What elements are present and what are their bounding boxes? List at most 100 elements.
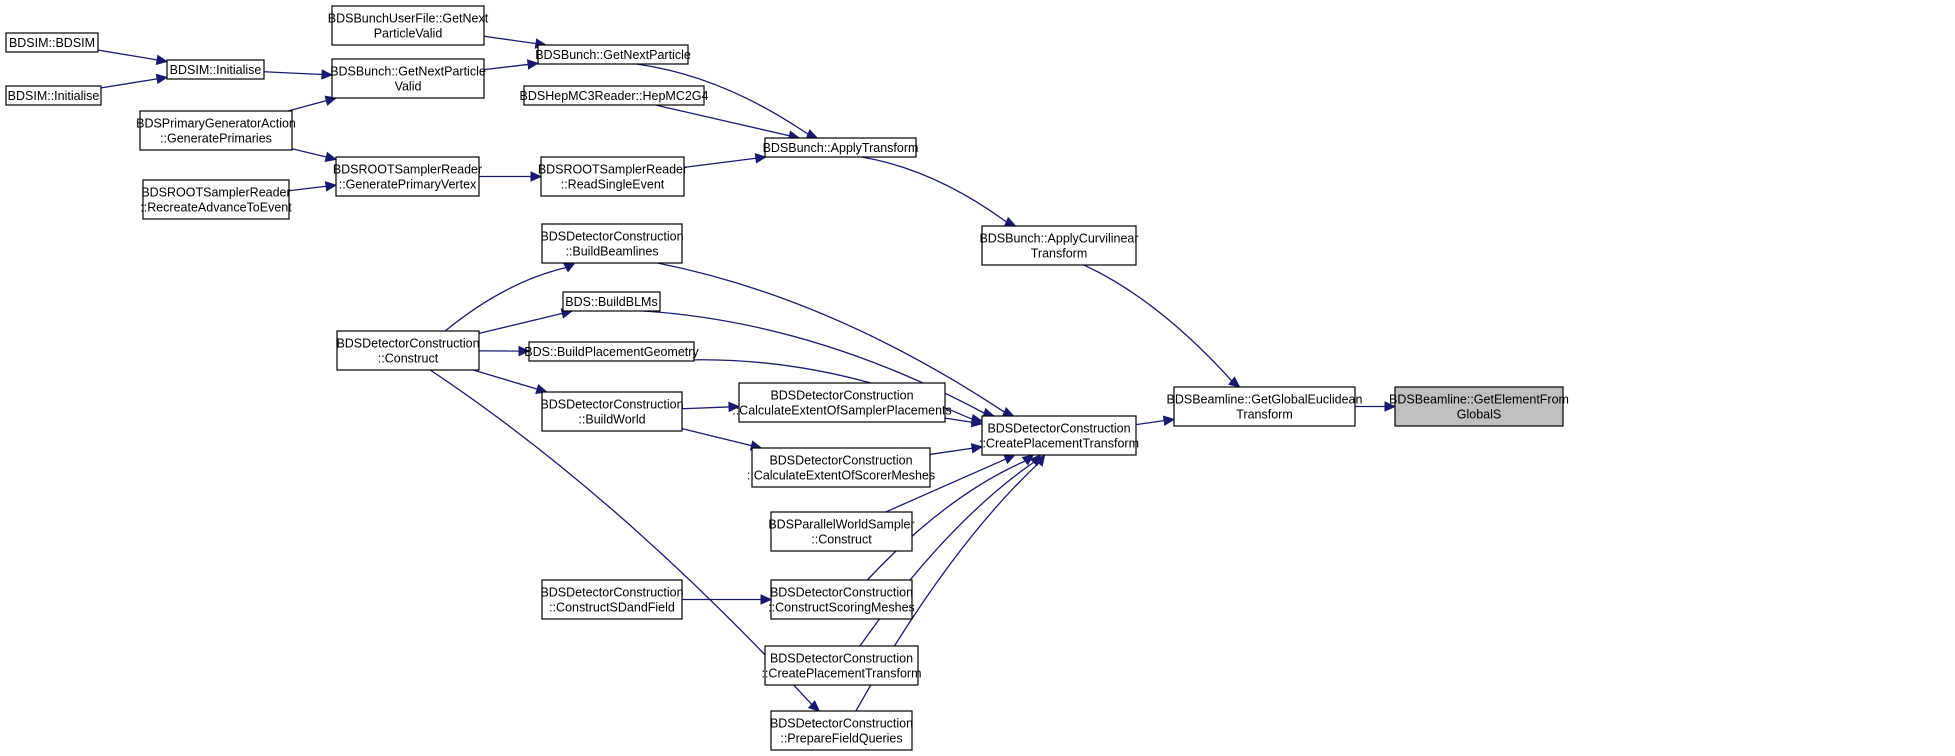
node-label: BDSROOTSamplerReader <box>141 186 290 200</box>
node-label: BDSROOTSamplerReader <box>333 163 482 177</box>
node-box <box>770 511 913 552</box>
node-primary-gen[interactable]: BDSPrimaryGeneratorAction::GeneratePrima… <box>136 110 296 151</box>
node-box <box>540 156 685 197</box>
node-prepare-field[interactable]: BDSDetectorConstruction::PrepareFieldQue… <box>770 710 913 751</box>
edge-primary-gen-to-bunch-getnext-valid <box>287 95 338 112</box>
node-box <box>541 391 683 432</box>
node-label: BDSIM::Initialise <box>170 63 262 77</box>
node-box <box>738 382 946 423</box>
node-hepmc3[interactable]: BDSHepMC3Reader::HepMC2G4 <box>520 85 709 106</box>
node-bunch-getnext[interactable]: BDSBunch::GetNextParticle <box>535 44 691 65</box>
node-build-beamlines[interactable]: BDSDetectorConstruction::BuildBeamlines <box>540 223 684 264</box>
edge-root-sampler-readsingle-to-apply-transform <box>683 153 768 169</box>
node-label: Transform <box>1236 408 1293 422</box>
edge-construct-to-build-blms <box>478 308 574 335</box>
node-label: ::ConstructScoringMeshes <box>768 601 915 615</box>
node-box <box>142 179 290 220</box>
edge-global-euclid-to-get-element-from-s <box>1355 401 1397 412</box>
node-label: ::CreatePlacementTransform <box>979 437 1139 451</box>
node-bdsim-init-a[interactable]: BDSIM::Initialise <box>166 59 265 80</box>
edge-apply-transform-to-apply-curvilinear <box>861 156 1017 227</box>
node-construct-scoring[interactable]: BDSDetectorConstruction::ConstructScorin… <box>768 579 915 620</box>
edge-build-world-to-calc-scorer <box>681 427 763 451</box>
node-label: BDSDetectorConstruction <box>770 586 913 600</box>
node-label: BDSBunch::ApplyTransform <box>763 141 919 155</box>
node-box <box>770 710 913 751</box>
node-box <box>1394 386 1564 427</box>
node-create-placement-self[interactable]: BDSDetectorConstruction::CreatePlacement… <box>761 645 922 686</box>
node-create-placement-main[interactable]: BDSDetectorConstruction::CreatePlacement… <box>979 415 1139 456</box>
node-root-sampler-genvertex[interactable]: BDSROOTSamplerReader::GeneratePrimaryVer… <box>333 156 482 197</box>
node-label: BDSDetectorConstruction <box>987 422 1130 436</box>
node-box <box>166 59 265 80</box>
node-box <box>336 330 480 371</box>
edge-bunch-getnext-valid-to-bunch-getnext <box>483 59 540 71</box>
node-construct-sd[interactable]: BDSDetectorConstruction::ConstructSDandF… <box>540 579 684 620</box>
node-label: BDSBunch::ApplyCurvilinear <box>979 232 1138 246</box>
edge-construct-to-build-beamlines <box>444 262 576 332</box>
node-label: BDSROOTSamplerReader <box>538 163 687 177</box>
edge-construct-sd-to-construct-scoring <box>681 594 773 605</box>
node-label: ::CalculateExtentOfSamplerPlacements <box>732 404 952 418</box>
node-calc-sampler[interactable]: BDSDetectorConstruction::CalculateExtent… <box>732 382 952 423</box>
node-label: ::ReadSingleEvent <box>561 178 665 192</box>
node-label: ::Construct <box>811 533 872 547</box>
node-box <box>139 110 293 151</box>
node-label: BDSDetectorConstruction <box>336 337 479 351</box>
edge-hepmc3-to-apply-transform <box>655 104 801 141</box>
node-box <box>331 58 485 99</box>
node-label: ParticleValid <box>374 27 443 41</box>
edge-bdsim-init-b-to-bdsim-init-a <box>100 73 169 89</box>
node-label: Transform <box>1031 247 1088 261</box>
node-label: BDSDetectorConstruction <box>769 454 912 468</box>
edge-construct-to-build-world <box>473 369 548 395</box>
node-label: BDSDetectorConstruction <box>540 586 683 600</box>
edge-root-sampler-genvertex-to-root-sampler-readsingle <box>479 171 543 182</box>
node-label: Valid <box>395 80 422 94</box>
node-calc-scorer[interactable]: BDSDetectorConstruction::CalculateExtent… <box>747 447 935 488</box>
node-label: BDSBeamline::GetElementFrom <box>1389 393 1569 407</box>
node-parallel-world[interactable]: BDSParallelWorldSampler::Construct <box>768 511 915 552</box>
node-label: BDSParallelWorldSampler <box>768 518 914 532</box>
edge-apply-curvilinear-to-global-euclid <box>1083 264 1241 388</box>
node-label: ::PrepareFieldQueries <box>780 732 902 746</box>
node-build-placement-geom[interactable]: BDS::BuildPlacementGeometry <box>524 341 699 362</box>
node-box <box>764 645 919 686</box>
node-bdsim-ctor[interactable]: BDSIM::BDSIM <box>5 32 99 53</box>
node-label: BDS::BuildPlacementGeometry <box>524 345 699 359</box>
node-label: BDSBeamline::GetGlobalEuclidean <box>1167 393 1363 407</box>
node-root-sampler-recreate[interactable]: BDSROOTSamplerReader::RecreateAdvanceToE… <box>140 179 292 220</box>
node-build-blms[interactable]: BDS::BuildBLMs <box>562 291 661 312</box>
node-label: BDS::BuildBLMs <box>565 295 657 309</box>
node-build-world[interactable]: BDSDetectorConstruction::BuildWorld <box>540 391 684 432</box>
node-box <box>751 447 931 488</box>
node-box <box>523 85 705 106</box>
node-root-sampler-readsingle[interactable]: BDSROOTSamplerReader::ReadSingleEvent <box>538 156 687 197</box>
node-box <box>537 44 689 65</box>
node-box <box>541 579 683 620</box>
node-label: ::RecreateAdvanceToEvent <box>140 201 292 215</box>
node-label: BDSDetectorConstruction <box>770 717 913 731</box>
node-box <box>528 341 695 362</box>
node-label: BDSDetectorConstruction <box>770 652 913 666</box>
node-label: BDSBunch::GetNextParticle <box>330 65 486 79</box>
node-label: ::ConstructSDandField <box>549 601 675 615</box>
edge-build-world-to-calc-sampler <box>681 401 741 413</box>
node-construct[interactable]: BDSDetectorConstruction::Construct <box>336 330 480 371</box>
node-apply-transform[interactable]: BDSBunch::ApplyTransform <box>763 137 919 158</box>
edge-construct-to-prepare-field <box>429 369 821 712</box>
node-box <box>1173 386 1356 427</box>
node-label: BDSDetectorConstruction <box>540 398 683 412</box>
edge-bdsim-init-a-to-bunch-getnext-valid <box>263 69 334 80</box>
node-bdsim-init-b[interactable]: BDSIM::Initialise <box>5 85 102 106</box>
node-box <box>5 85 102 106</box>
node-label: ::BuildWorld <box>578 413 645 427</box>
edge-parallel-world-to-create-placement-main <box>885 454 1016 513</box>
node-label: BDSHepMC3Reader::HepMC2G4 <box>520 89 709 103</box>
